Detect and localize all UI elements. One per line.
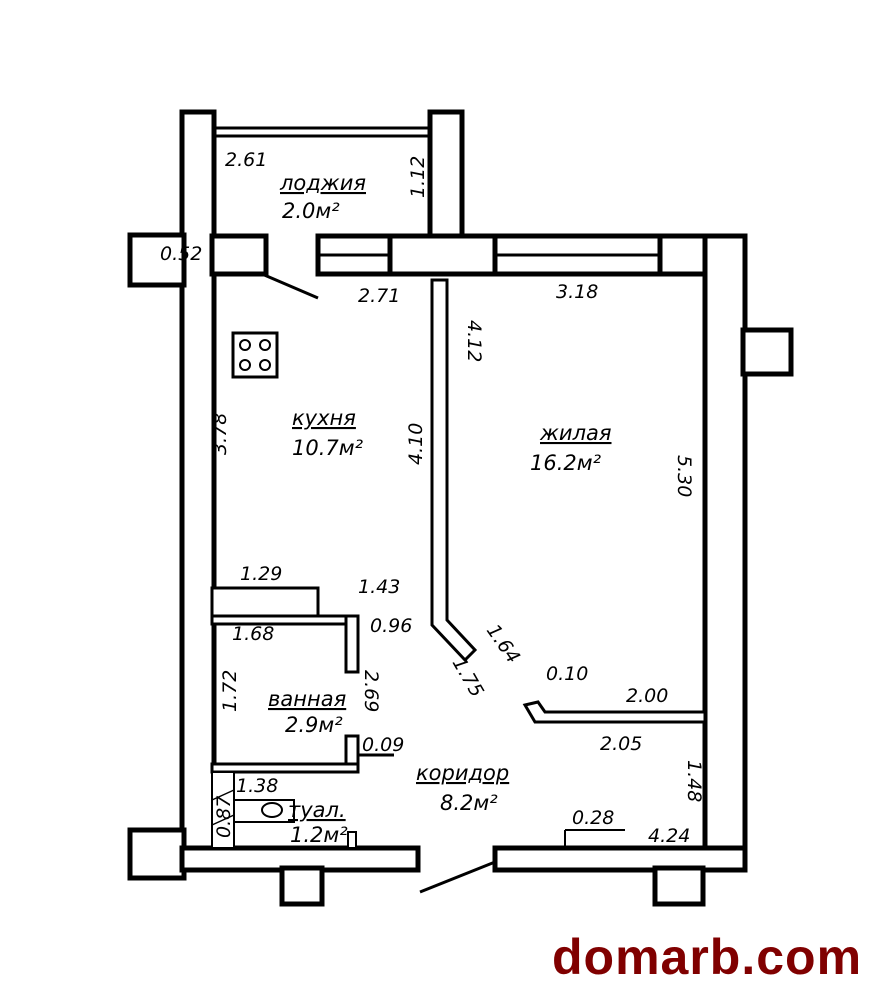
living-name: жилая bbox=[539, 421, 612, 445]
kitchen-bath-wall bbox=[210, 586, 320, 620]
dim-label: 0.52 bbox=[160, 243, 202, 265]
left-exterior-wall bbox=[179, 109, 217, 851]
toilet-name: туал. bbox=[288, 798, 346, 822]
kitchen-living-partition bbox=[430, 278, 478, 663]
right-exterior-wall bbox=[702, 233, 748, 853]
bath-toilet-wall bbox=[210, 762, 360, 774]
walls bbox=[127, 109, 794, 907]
dim-label: 4.10 bbox=[405, 423, 427, 465]
right-wall-stub bbox=[740, 327, 794, 377]
living-area: 16.2м² bbox=[530, 451, 602, 475]
dimension-labels: 2.61 1.12 0.52 2.71 3.18 4.12 4.10 3.78 … bbox=[160, 149, 705, 847]
watermark: domarb.com bbox=[552, 929, 863, 985]
entry-door-swing bbox=[419, 860, 496, 894]
dim-label: 0.09 bbox=[362, 734, 404, 756]
stove-icon bbox=[231, 331, 279, 379]
dim-label: 2.05 bbox=[600, 733, 642, 755]
dim-label: 1.12 bbox=[407, 156, 429, 198]
bathroom-area: 2.9м² bbox=[285, 713, 343, 737]
dim-label: 0.10 bbox=[546, 663, 588, 685]
dim-label: 1.64 bbox=[482, 620, 524, 667]
toilet-area: 1.2м² bbox=[290, 823, 348, 847]
dim-label: 4.24 bbox=[648, 825, 690, 847]
dim-label: 3.18 bbox=[556, 281, 598, 303]
dim-label: 1.68 bbox=[232, 623, 274, 645]
dim-label: 1.72 bbox=[219, 670, 241, 712]
dim-label: 1.43 bbox=[358, 576, 400, 598]
dim-label: 0.87 bbox=[213, 796, 235, 838]
corridor-area: 8.2м² bbox=[440, 791, 498, 815]
loggia-door-swing bbox=[261, 272, 319, 300]
loggia-name: лоджия bbox=[279, 171, 366, 195]
dim-label: 0.96 bbox=[370, 615, 412, 637]
corridor-name: коридор bbox=[416, 761, 509, 785]
dim-label: 1.48 bbox=[683, 760, 705, 802]
bath-right-wall-top bbox=[344, 614, 360, 674]
living-corridor-partition bbox=[522, 700, 707, 724]
left-wall-stub-bottom bbox=[127, 827, 187, 881]
bathroom-name: ванная bbox=[268, 687, 346, 711]
loggia-right-wall bbox=[427, 109, 465, 243]
dim-label: 2.61 bbox=[225, 149, 267, 171]
dim-label: 4.12 bbox=[463, 320, 485, 362]
bottom-wall-right bbox=[492, 845, 748, 873]
dim-label: 5.30 bbox=[673, 455, 695, 497]
dim-label: 2.71 bbox=[358, 285, 400, 307]
dim-label: 1.29 bbox=[240, 563, 282, 585]
kitchen-area: 10.7м² bbox=[292, 436, 364, 460]
dim-label: 3.78 bbox=[209, 413, 231, 455]
dim-label: 1.38 bbox=[236, 775, 278, 797]
kitchen-name: кухня bbox=[292, 406, 356, 430]
dim-label: 0.28 bbox=[572, 807, 614, 829]
loggia-area: 2.0м² bbox=[282, 199, 340, 223]
dim-label: 2.00 bbox=[626, 685, 668, 707]
left-wall-stub-top bbox=[127, 232, 187, 288]
dim-label: 2.69 bbox=[360, 670, 382, 712]
living-top-wall bbox=[657, 233, 709, 277]
dim-label: 1.75 bbox=[448, 654, 488, 702]
kitchen-top-wall bbox=[209, 233, 269, 277]
wall-pier bbox=[387, 233, 498, 277]
